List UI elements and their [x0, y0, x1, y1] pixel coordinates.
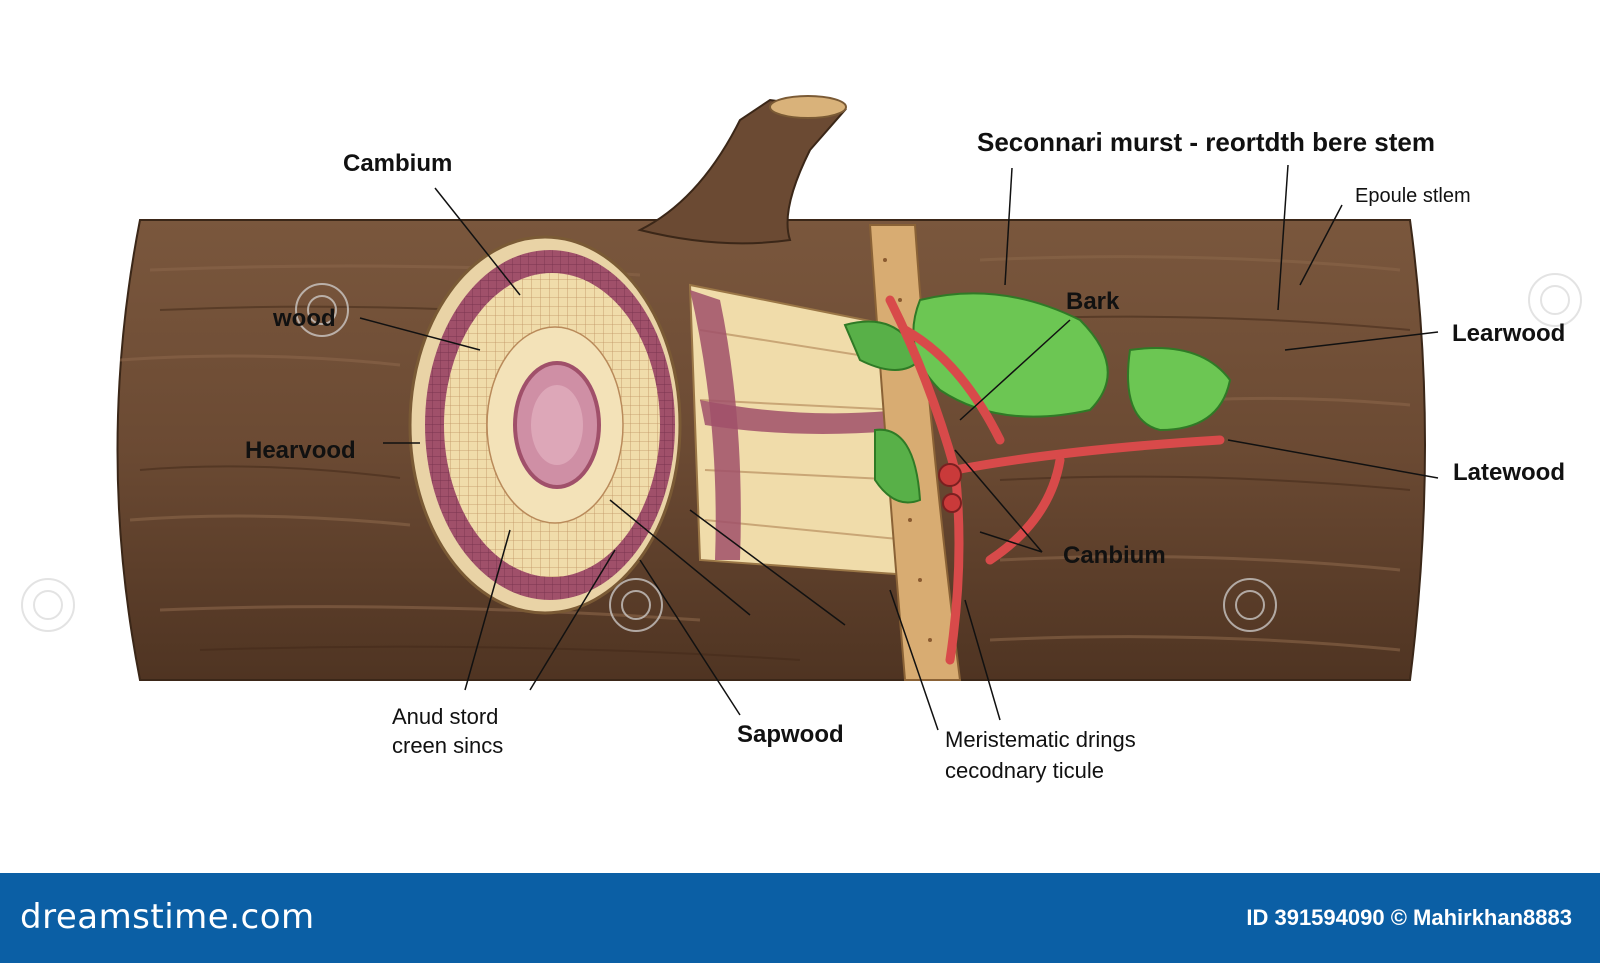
- label-cambium-top: Cambium: [343, 150, 453, 177]
- branch-cut: [769, 95, 847, 119]
- label-meristematic-line2: cecodnary ticule: [945, 758, 1104, 784]
- branch-stub: [637, 98, 847, 245]
- label-bark: Bark: [1066, 288, 1120, 315]
- label-anud-line2: creen sincs: [392, 733, 504, 759]
- footer-credit: ID 391594090 © Mahirkhan8883: [1246, 905, 1572, 930]
- pink-ray-band: [700, 400, 905, 434]
- label-latewood: Latewood: [1453, 459, 1565, 486]
- label-sapwood: Sapwood: [737, 721, 844, 748]
- footer-bar: dreamstime.com ID 391594090 © Mahirkhan8…: [0, 873, 1600, 963]
- watermark-swirls: [21, 273, 1582, 632]
- green-leaf-small: [1127, 347, 1232, 432]
- phloem-strip: [690, 290, 741, 560]
- bark-grain: [119, 255, 1411, 652]
- stem-cross-section-diagram: [21, 95, 1582, 731]
- green-leaf-lower: [874, 428, 922, 504]
- label-meristematic-line1: Meristematic drings: [945, 727, 1136, 752]
- label-hearvood: Hearvood: [245, 437, 356, 464]
- footer-logo: dreamstime.com: [20, 897, 315, 937]
- label-learwood: Learwood: [1452, 320, 1566, 347]
- leader-lines: [359, 164, 1439, 731]
- label-anud-stord: Anud stord creen sincs: [392, 704, 503, 759]
- label-wood: wood: [273, 305, 336, 332]
- label-meristematic: Meristematic drings cecodnary ticule: [945, 727, 1136, 784]
- label-anud-line1: Anud stord: [392, 704, 499, 729]
- label-epoule-stlem: Epoule stlem: [1355, 185, 1471, 207]
- diagram-title: Seconnari murst - reortdth bere stem: [977, 127, 1435, 157]
- label-canbium: Canbium: [1063, 542, 1166, 569]
